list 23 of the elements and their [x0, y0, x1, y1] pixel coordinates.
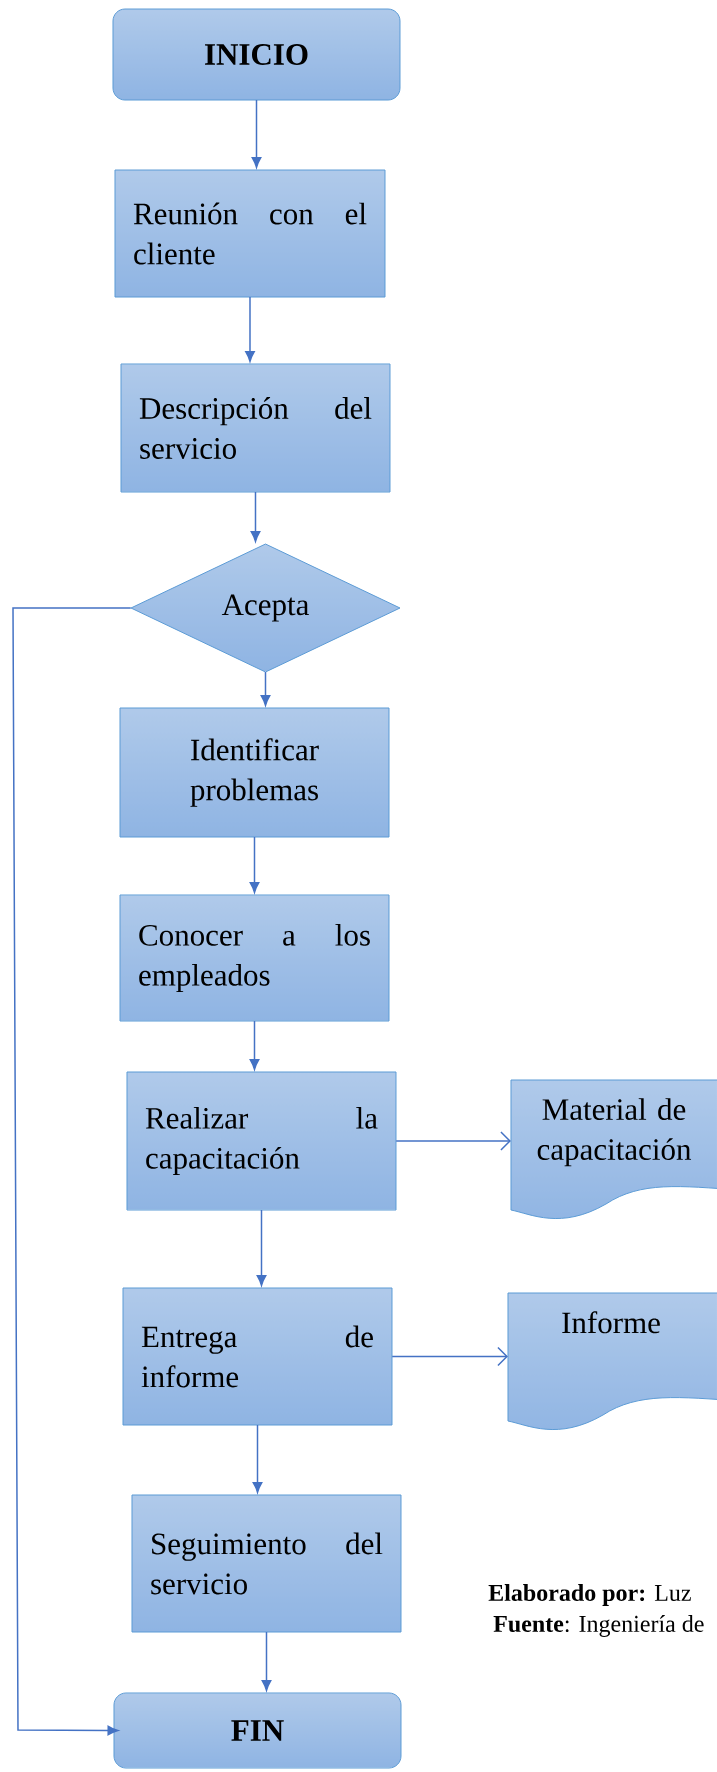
arrow	[395, 1131, 511, 1151]
process-box: Entrega de informe	[122, 1287, 393, 1426]
process-box: Seguimiento del servicio	[131, 1494, 402, 1633]
arrow	[245, 296, 255, 362]
arrow	[251, 99, 262, 168]
arrow	[391, 1346, 508, 1367]
process-box: Conocer a los empleados	[119, 894, 390, 1022]
arrow	[249, 836, 260, 893]
arrow	[260, 671, 271, 706]
arrow	[12, 607, 132, 1736]
credit-text: Fuente: Ingeniería de	[493, 1615, 704, 1637]
process-box: Realizar la capacitación	[126, 1071, 397, 1211]
process-box: Descripción del servicio	[120, 363, 391, 493]
credit-text: Elaborado por: Luz	[488, 1584, 691, 1606]
arrow	[250, 491, 261, 542]
arrow	[261, 1631, 272, 1691]
process-box: Reunión con el cliente	[114, 169, 386, 298]
arrow	[249, 1020, 260, 1070]
arrow	[256, 1209, 267, 1286]
arrow	[252, 1424, 263, 1493]
process-box: Identificar problemas	[119, 707, 390, 838]
terminal-box: FIN	[113, 1692, 402, 1769]
terminal-box: INICIO	[112, 8, 401, 101]
